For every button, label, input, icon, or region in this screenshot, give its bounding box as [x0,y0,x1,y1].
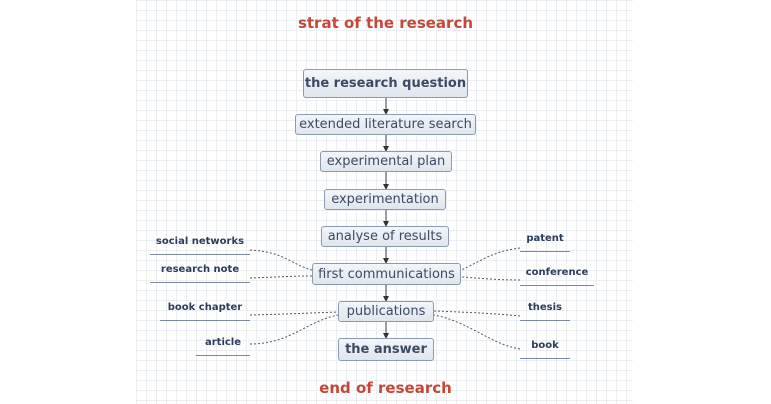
node-publications: publications [338,301,434,322]
leaf-conference: conference [520,267,594,286]
node-the-answer: the answer [338,338,434,361]
link-conference [460,276,521,281]
end-heading: end of research [319,379,452,397]
start-heading: strat of the research [297,14,474,32]
link-book-chapter [249,311,339,316]
leaf-thesis: thesis [520,302,570,321]
leaf-article: article [196,337,250,356]
link-thesis [433,310,521,317]
node-literature-search: extended literature search [295,114,476,135]
link-article [249,314,339,345]
leaf-book: book [520,340,570,359]
leaf-social-networks: social networks [150,236,250,255]
link-social-networks [249,249,313,271]
node-experimental-plan: experimental plan [320,151,452,172]
leaf-patent: patent [520,233,570,252]
node-first-communications: first communications [312,263,461,285]
link-book [433,314,521,350]
node-research-question: the research question [303,69,468,98]
node-analyse-results: analyse of results [321,226,449,247]
leaf-research-note: research note [150,264,250,283]
node-experimentation: experimentation [324,189,446,210]
link-patent [460,247,521,271]
link-research-note [249,275,313,279]
leaf-book-chapter: book chapter [160,302,250,321]
